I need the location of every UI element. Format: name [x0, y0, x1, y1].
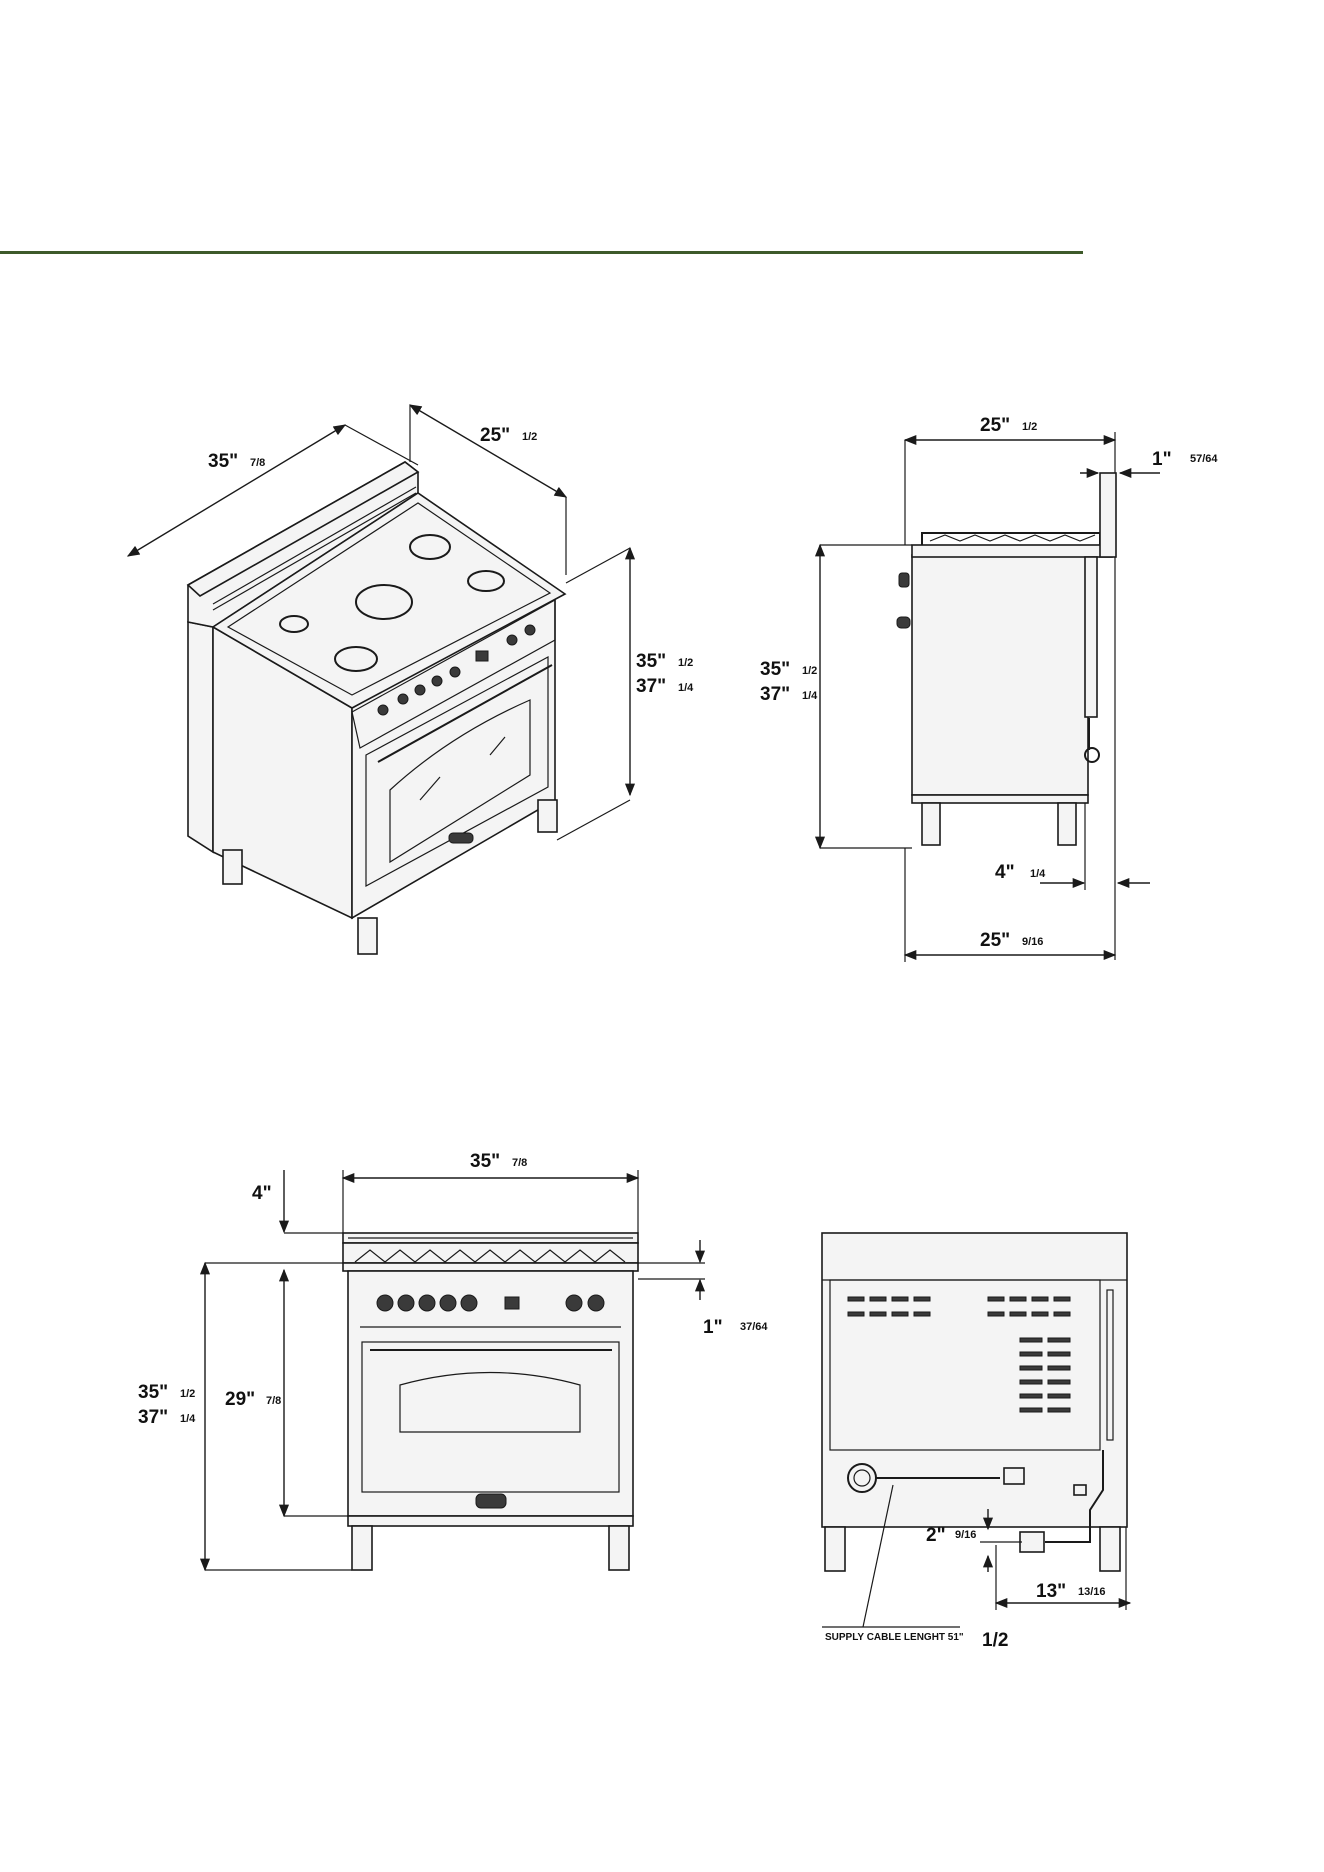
side-height-min-label: 35"	[760, 659, 790, 680]
rear-connection-height-fraction: 9/16	[955, 1529, 976, 1541]
side-base-depth-fraction: 9/16	[1022, 936, 1043, 948]
isometric-view: 35" 7/8 25" 1/2 35" 1/2 37" 1/4	[128, 405, 694, 954]
front-height-max-fraction: 1/4	[180, 1413, 196, 1425]
front-height-min-fraction: 1/2	[180, 1388, 195, 1400]
front-height-max-label: 37"	[138, 1407, 168, 1428]
rear-view: 2" 9/16 13" 13/16 SUPPLY CABLE LENGHT 51…	[822, 1233, 1130, 1651]
side-backguard-label: 1"	[1152, 449, 1172, 470]
front-backguard-height-label: 4"	[252, 1183, 272, 1204]
header-rule	[0, 251, 1083, 254]
front-body-height-fraction: 7/8	[266, 1395, 281, 1407]
iso-height-max-fraction: 1/4	[678, 682, 694, 694]
side-top-depth-fraction: 1/2	[1022, 421, 1037, 433]
iso-height-min-label: 35"	[636, 651, 666, 672]
side-foot-offset-fraction: 1/4	[1030, 868, 1046, 880]
side-height-max-label: 37"	[760, 684, 790, 705]
rear-connection-offset-label: 13"	[1036, 1581, 1066, 1602]
iso-depth-label: 25"	[480, 425, 510, 446]
rear-connection-offset-fraction: 13/16	[1078, 1586, 1106, 1598]
side-top-depth-label: 25"	[980, 415, 1010, 436]
rear-cable-note: SUPPLY CABLE LENGHT 51"	[825, 1632, 964, 1643]
front-body-height-label: 29"	[225, 1389, 255, 1410]
iso-height-max-label: 37"	[636, 676, 666, 697]
rear-connection-height-label: 2"	[926, 1525, 946, 1546]
front-grate-fraction: 37/64	[740, 1321, 768, 1333]
side-foot-offset-label: 4"	[995, 862, 1015, 883]
side-backguard-fraction: 57/64	[1190, 453, 1218, 465]
front-width-label: 35"	[470, 1151, 500, 1172]
side-base-depth-label: 25"	[980, 930, 1010, 951]
side-view: 25" 1/2 1" 57/64 35" 1/2 37" 1/4 4" 1/4 …	[760, 415, 1218, 962]
side-height-min-fraction: 1/2	[802, 665, 817, 677]
iso-width-fraction: 7/8	[250, 457, 265, 469]
side-height-max-fraction: 1/4	[802, 690, 818, 702]
iso-width-label: 35"	[208, 451, 238, 472]
iso-height-min-fraction: 1/2	[678, 657, 693, 669]
front-height-min-label: 35"	[138, 1382, 168, 1403]
front-grate-label: 1"	[703, 1317, 723, 1338]
front-view: 35" 7/8 4" 1" 37/64 35" 1/2 37" 1/4 29" …	[138, 1151, 768, 1570]
rear-cable-note-fraction: 1/2	[982, 1630, 1008, 1651]
front-width-fraction: 7/8	[512, 1157, 527, 1169]
iso-depth-fraction: 1/2	[522, 431, 537, 443]
